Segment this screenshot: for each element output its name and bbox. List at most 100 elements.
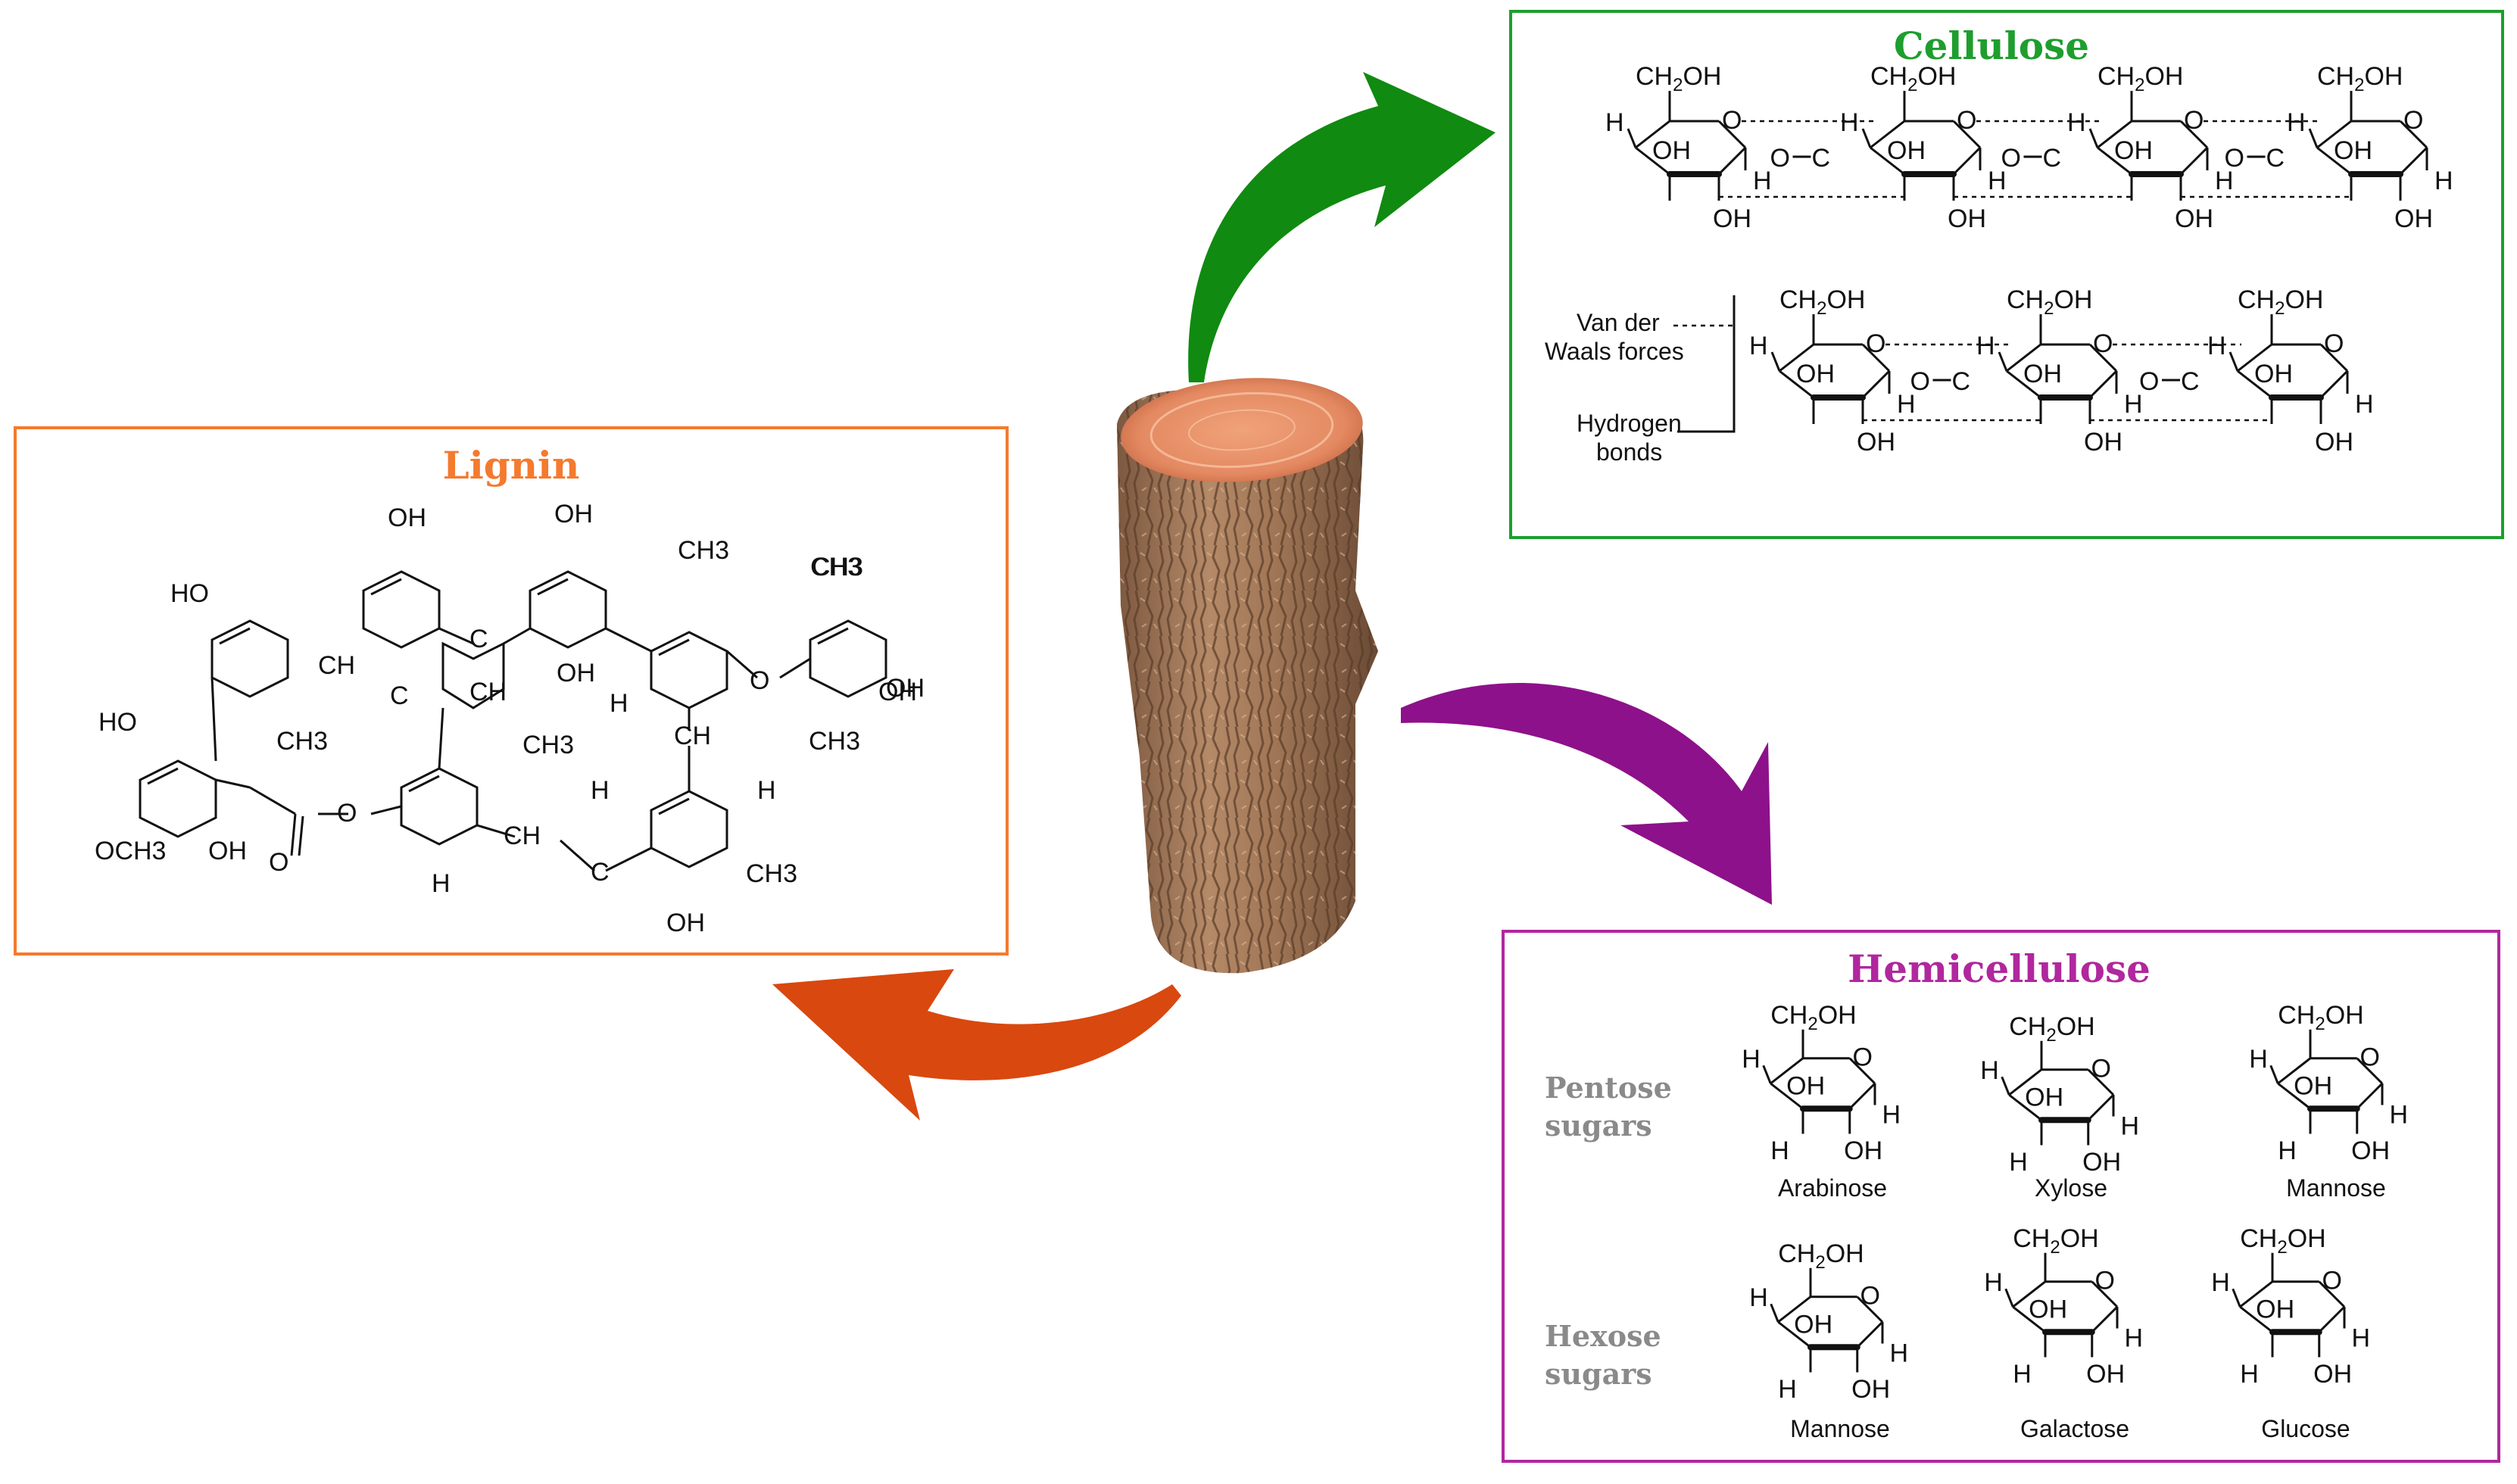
lignin-label: C <box>469 625 488 653</box>
chem-label: H <box>2124 390 2143 419</box>
chem-label: H <box>2355 390 2374 419</box>
chem-label: OH <box>1652 136 1691 165</box>
lignin-label: H <box>591 776 610 805</box>
lignin-label: OH <box>388 504 426 532</box>
chem-label: OH <box>2023 360 2062 388</box>
chem-label: O <box>1770 144 1790 173</box>
chem-label: C <box>2043 144 2062 173</box>
wood-log-icon <box>1117 378 1378 974</box>
chem-label: OH <box>2351 1136 2390 1165</box>
chem-label: O <box>1866 329 1885 358</box>
chem-label: H <box>1778 1375 1797 1404</box>
chem-label: H <box>1882 1100 1901 1129</box>
chem-label: OH <box>1794 1310 1832 1339</box>
chem-label: OH <box>2394 204 2433 233</box>
chem-label: H <box>2211 1268 2230 1297</box>
chem-label: CH2OH <box>1778 1239 1864 1273</box>
chem-label: O <box>2324 329 2344 358</box>
lignin-label: CH3 <box>746 859 797 888</box>
chem-label: H <box>1980 1056 1999 1085</box>
chem-label: OH <box>1851 1375 1890 1404</box>
van-der-waals-label: Van der <box>1577 309 1660 336</box>
sugar-name: Mannose <box>1790 1415 1890 1442</box>
chem-label: OH <box>1948 204 1986 233</box>
chem-label: OH <box>2294 1071 2332 1100</box>
lignin-label: HO <box>170 579 209 608</box>
lignin-label: O <box>750 666 769 695</box>
cellulose-title: Cellulose <box>1894 23 2089 68</box>
lignin-label: CH3 <box>276 727 328 756</box>
chem-label: C <box>1812 144 1831 173</box>
lignin-label: OH <box>208 837 247 865</box>
chem-label: O <box>2091 1054 2111 1083</box>
hemicellulose-sugars: OCH2OHOHOHHHHOCH2OHOHOHHHHOCH2OHOHOHHHHO… <box>1742 1001 2408 1404</box>
chem-label: H <box>2125 1323 2144 1352</box>
chem-label: H <box>1976 332 1995 360</box>
sugar-name: Galactose <box>2020 1415 2129 1442</box>
lignin-box <box>14 426 1009 956</box>
chem-label: OH <box>2254 360 2293 388</box>
chem-label: H <box>2249 1045 2268 1074</box>
lignin-label: CH3 <box>810 553 862 581</box>
chem-label: OH <box>2256 1295 2294 1323</box>
chem-label: CH2OH <box>2278 1001 2363 1034</box>
chem-label: OH <box>1713 204 1751 233</box>
van-der-waals-label: Waals forces <box>1545 338 1684 365</box>
chem-label: H <box>2067 108 2086 137</box>
chem-label: H <box>1753 167 1772 195</box>
chem-label: OH <box>2084 428 2122 457</box>
chem-label: CH2OH <box>1770 1001 1856 1034</box>
chem-label: H <box>1749 1283 1768 1312</box>
lignin-label: CH3 <box>522 731 574 759</box>
chem-label: O <box>2001 144 2021 173</box>
chem-label: H <box>2009 1148 2028 1177</box>
chem-label: H <box>2434 167 2453 195</box>
chem-label: O <box>2139 367 2159 396</box>
chem-label: OH <box>1786 1071 1825 1100</box>
chem-label: H <box>1988 167 2007 195</box>
chem-label: O <box>1957 106 1976 135</box>
chem-label: C <box>1952 367 1971 396</box>
chem-label: OH <box>2315 428 2353 457</box>
lignin-label: C <box>591 858 610 887</box>
lignin-label: OH <box>557 659 595 687</box>
arrow-to-hemicellulose <box>1401 683 1772 905</box>
hemicellulose-box <box>1502 930 2500 1463</box>
chem-label: CH2OH <box>2098 62 2183 95</box>
lignin-labels: OH OH HO CH3 CH3 CH CH3 C CH HO C OH H O… <box>95 500 925 937</box>
lignin-structure <box>139 570 887 872</box>
lignin-label: CH <box>318 651 355 680</box>
lignin-label: CH3 <box>812 553 863 581</box>
chem-label: CH2OH <box>2007 285 2092 319</box>
chem-label: O <box>2322 1266 2342 1295</box>
chem-label: H <box>1890 1339 1909 1367</box>
lignin-label: OCH3 <box>95 837 166 865</box>
chem-label: OH <box>2082 1148 2121 1177</box>
chem-label: O <box>1722 106 1742 135</box>
lignin-label: C <box>390 681 409 710</box>
chem-label: H <box>2240 1360 2259 1389</box>
chem-label: H <box>1742 1045 1761 1074</box>
chem-label: CH2OH <box>2317 62 2403 95</box>
chem-label: CH2OH <box>2240 1224 2325 1258</box>
lignin-label: O <box>337 799 357 828</box>
chem-label: O <box>2225 144 2244 173</box>
chem-label: H <box>2278 1136 2297 1165</box>
pentose-label: sugars <box>1545 1108 1652 1143</box>
chem-label: H <box>2121 1111 2140 1140</box>
lignin-label: CH <box>674 722 711 750</box>
chem-label: H <box>1984 1268 2003 1297</box>
lignin-label: HO <box>98 708 137 737</box>
chem-label: OH <box>1857 428 1895 457</box>
lignin-label: CH3 <box>809 727 860 756</box>
lignin-label: OH <box>878 678 917 706</box>
